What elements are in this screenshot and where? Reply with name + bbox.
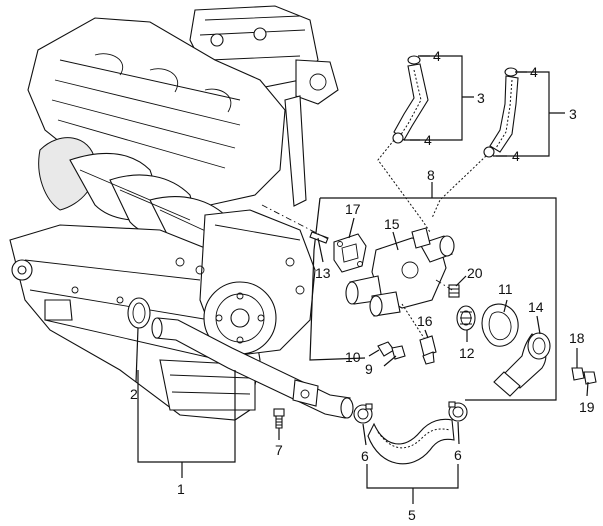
callout-4-d: 4	[512, 148, 520, 164]
callout-19: 19	[579, 399, 595, 415]
thermostat-part-12	[456, 305, 476, 331]
lower-hose-part-5	[367, 418, 455, 465]
gasket-part-17	[333, 233, 367, 273]
o-ring-part-2	[127, 297, 151, 329]
callout-20: 20	[467, 265, 483, 281]
leader-lines	[135, 55, 589, 504]
callout-13: 13	[315, 265, 331, 281]
callout-11: 11	[498, 281, 513, 297]
thermostat-assembly-box-part-8	[309, 182, 557, 401]
callout-3-right: 3	[569, 106, 577, 122]
washer-part-10	[377, 341, 395, 357]
callout-2: 2	[130, 386, 138, 402]
water-pipe-part-1	[151, 317, 354, 419]
thermostat-housing-part-15	[345, 227, 455, 317]
callout-8: 8	[427, 167, 435, 183]
bolt-part-20	[435, 279, 460, 298]
hose-routing-right	[431, 155, 487, 219]
callout-4-c: 4	[530, 64, 538, 80]
stud-part-13	[261, 204, 331, 244]
nut-part-18	[571, 367, 585, 381]
callout-4-a: 4	[433, 48, 441, 64]
upper-hose-part-3-left	[392, 55, 429, 144]
callout-labels: 1 2 3 3 4 4 4 4 5 6 6 7 8 9 10 11 12 13 …	[130, 48, 595, 523]
callout-6-right: 6	[454, 447, 462, 463]
callout-7: 7	[275, 442, 283, 458]
callout-9: 9	[365, 361, 373, 377]
callout-14: 14	[528, 299, 544, 315]
callout-17: 17	[345, 201, 361, 217]
callout-5: 5	[408, 507, 416, 523]
hose-routing-left	[377, 139, 431, 233]
callout-3-left: 3	[477, 90, 485, 106]
hose-clamp-part-6-left	[353, 403, 373, 424]
callout-10: 10	[345, 349, 361, 365]
thermostat-gasket-part-11	[481, 303, 519, 347]
callout-12: 12	[459, 345, 475, 361]
nut-part-19	[583, 371, 597, 385]
upper-hose-part-3-right	[483, 67, 519, 158]
bolt-part-7	[273, 408, 285, 429]
engine-block	[9, 5, 339, 421]
callout-18: 18	[569, 330, 585, 346]
water-inlet-fitting-part-14	[493, 332, 551, 397]
callout-6-left: 6	[361, 448, 369, 464]
hose-clamp-part-6-right	[448, 401, 468, 422]
callout-16: 16	[417, 313, 433, 329]
nut-part-9	[391, 345, 406, 360]
callout-4-b: 4	[424, 132, 432, 148]
callout-15: 15	[384, 216, 400, 232]
callout-1: 1	[177, 481, 185, 497]
